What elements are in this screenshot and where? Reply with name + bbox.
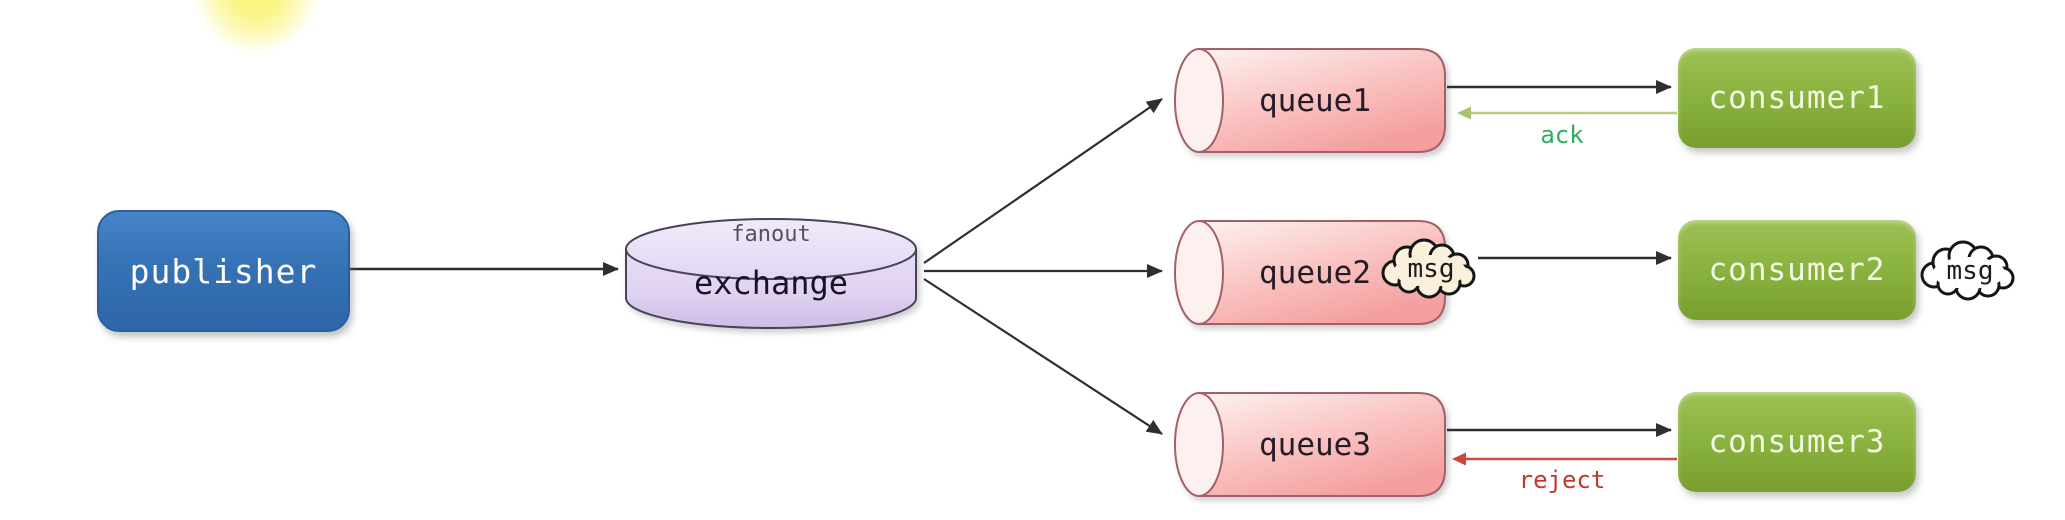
queue3-label: queue3 (1259, 427, 1371, 463)
queue2-label: queue2 (1259, 255, 1371, 291)
exchange-cylinder (625, 218, 917, 329)
queue3-cylinder (1174, 392, 1446, 497)
exchange-type-label: fanout (731, 222, 811, 247)
consumer1-label: consumer1 (1708, 80, 1886, 116)
queue2-cylinder (1174, 220, 1446, 325)
publisher-node: publisher (97, 210, 350, 332)
ack-label: ack (1540, 121, 1584, 149)
consumer3-node: consumer3 (1678, 392, 1916, 492)
msg-cloud-consumer2-label: msg (1946, 256, 1994, 286)
consumer2-node: consumer2 (1678, 220, 1916, 320)
publisher-label: publisher (129, 251, 318, 291)
consumer3-label: consumer3 (1708, 424, 1886, 460)
msg-cloud-queue2-label: msg (1407, 254, 1455, 284)
reject-label: reject (1518, 466, 1606, 494)
arrow-exchange-to-queue3 (923, 278, 1163, 435)
queue1-cylinder (1174, 48, 1446, 153)
consumer2-label: consumer2 (1708, 252, 1886, 288)
msg-cloud-consumer2-icon (1920, 240, 2015, 301)
consumer1-node: consumer1 (1678, 48, 1916, 148)
exchange-label: exchange (693, 264, 849, 302)
msg-cloud-queue2-icon (1381, 238, 1476, 299)
queue1-label: queue1 (1259, 83, 1371, 119)
arrow-exchange-to-queue1 (923, 98, 1163, 264)
